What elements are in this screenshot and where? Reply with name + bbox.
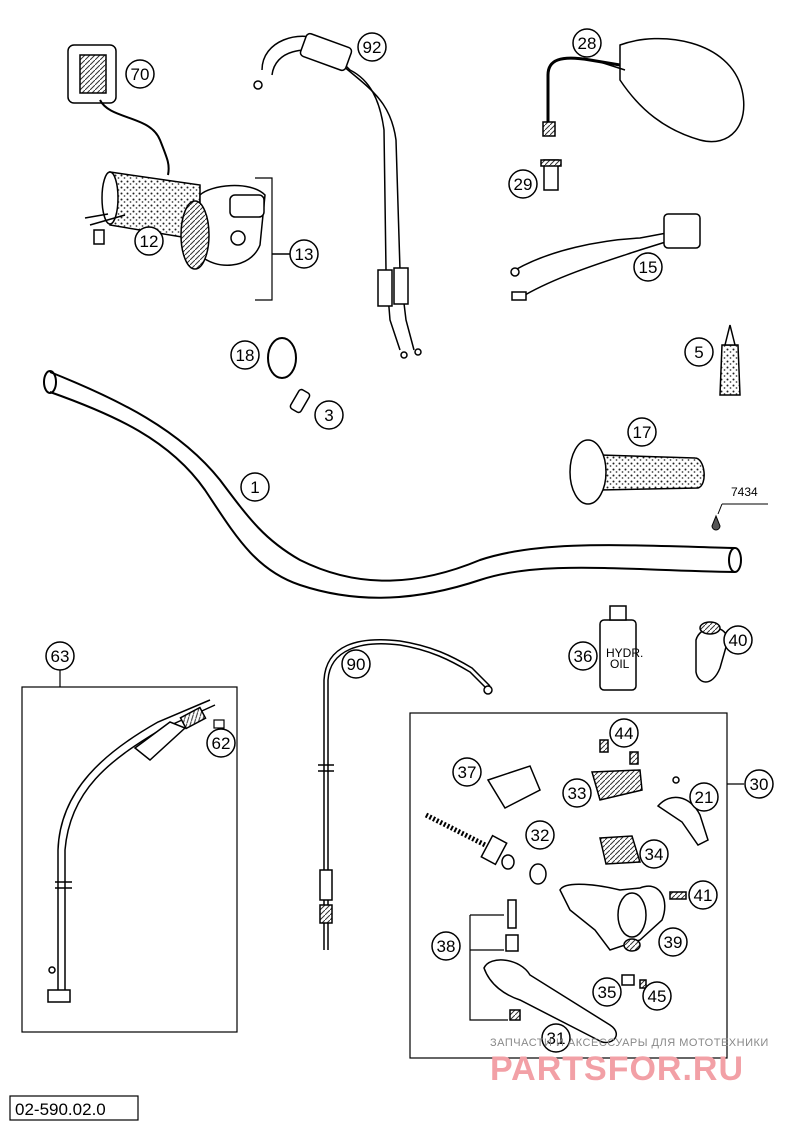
svg-text:1: 1 (250, 478, 259, 497)
callout-17: 17 (627, 417, 657, 447)
svg-text:63: 63 (51, 647, 70, 666)
svg-text:40: 40 (729, 631, 748, 650)
callout-28: 28 (572, 28, 602, 58)
svg-text:32: 32 (531, 826, 550, 845)
svg-text:29: 29 (514, 175, 533, 194)
hydraulic-oil-bottle (599, 605, 637, 691)
svg-text:92: 92 (363, 38, 382, 57)
callouts: 70 92 28 29 12 13 15 18 (45, 28, 774, 1053)
svg-text:44: 44 (615, 724, 634, 743)
callout-32: 32 (525, 820, 555, 850)
svg-text:39: 39 (664, 933, 683, 952)
callout-40: 40 (723, 625, 753, 655)
callout-30: 30 (744, 769, 774, 799)
svg-text:12: 12 (140, 232, 159, 251)
callout-3: 3 (314, 400, 344, 430)
watermark-logo: PARTSFOR.RU (490, 1050, 744, 1088)
svg-text:70: 70 (131, 65, 150, 84)
callout-12: 12 (134, 226, 164, 256)
left-grip (569, 439, 705, 505)
clutch-master-cylinder-box (409, 712, 744, 1059)
callout-63: 63 (45, 641, 75, 671)
callout-45: 45 (642, 981, 672, 1011)
clutch-cable-kit-box (21, 670, 238, 1033)
svg-text:41: 41 (694, 886, 713, 905)
callout-39: 39 (658, 927, 688, 957)
svg-text:36: 36 (574, 647, 593, 666)
svg-text:13: 13 (295, 245, 314, 264)
callout-37: 37 (452, 757, 482, 787)
callout-15: 15 (633, 252, 663, 282)
callout-38: 38 (431, 931, 461, 961)
svg-text:21: 21 (695, 788, 714, 807)
adapter-sleeve (289, 388, 311, 414)
kill-switch (510, 213, 701, 301)
svg-text:35: 35 (598, 983, 617, 1002)
svg-text:28: 28 (578, 34, 597, 53)
grease-ref-label: 7434 (731, 485, 758, 499)
svg-text:62: 62 (212, 734, 231, 753)
callout-1: 1 (240, 472, 270, 502)
hydr-oil-label-line2: OIL (610, 657, 630, 671)
callout-35: 35 (592, 977, 622, 1007)
callout-29: 29 (508, 169, 538, 199)
grease-tube (719, 324, 741, 396)
svg-text:3: 3 (324, 406, 333, 425)
svg-text:31: 31 (547, 1029, 566, 1048)
svg-text:90: 90 (347, 655, 366, 674)
handlebar (43, 370, 742, 599)
callout-62: 62 (206, 728, 236, 758)
hydr-oil-label-line1: HYDR. (606, 646, 643, 660)
mirror (540, 37, 745, 191)
svg-text:30: 30 (750, 775, 769, 794)
nipple-62 (213, 719, 225, 729)
svg-text:5: 5 (694, 343, 703, 362)
callout-31: 31 (541, 1023, 571, 1053)
svg-text:38: 38 (437, 937, 456, 956)
grease-drop-icon (711, 503, 768, 531)
callout-33: 33 (562, 778, 592, 808)
cable-tie-clamp (267, 337, 297, 379)
drawing-code: 02-590.02.0 (15, 1100, 106, 1119)
callout-36: 36 (568, 641, 598, 671)
callout-44: 44 (609, 718, 639, 748)
callout-34: 34 (639, 839, 669, 869)
svg-text:34: 34 (645, 845, 664, 864)
drawing-code-box: 02-590.02.0 (9, 1095, 139, 1121)
callout-41: 41 (688, 880, 718, 910)
svg-text:18: 18 (236, 346, 255, 365)
callout-90: 90 (341, 649, 371, 679)
clutch-cable-90 (318, 638, 493, 950)
callout-21: 21 (689, 782, 719, 812)
svg-text:33: 33 (568, 784, 587, 803)
callout-5: 5 (684, 337, 714, 367)
watermark-tagline: ЗАПЧАСТИ И АКСЕССУАРЫ ДЛЯ МОТОТЕХНИКИ (490, 1037, 769, 1049)
throttle-control-unit (67, 44, 273, 301)
callout-70: 70 (125, 59, 155, 89)
clamp-40 (695, 621, 729, 683)
master-cylinder-parts (424, 739, 709, 1044)
svg-text:37: 37 (458, 763, 477, 782)
callout-92: 92 (357, 32, 387, 62)
throttle-cables (253, 32, 422, 359)
callout-18: 18 (230, 340, 260, 370)
svg-text:17: 17 (633, 423, 652, 442)
callout-13: 13 (272, 239, 319, 269)
svg-text:45: 45 (648, 987, 667, 1006)
clutch-cable-63 (47, 699, 216, 1003)
svg-text:15: 15 (639, 258, 658, 277)
